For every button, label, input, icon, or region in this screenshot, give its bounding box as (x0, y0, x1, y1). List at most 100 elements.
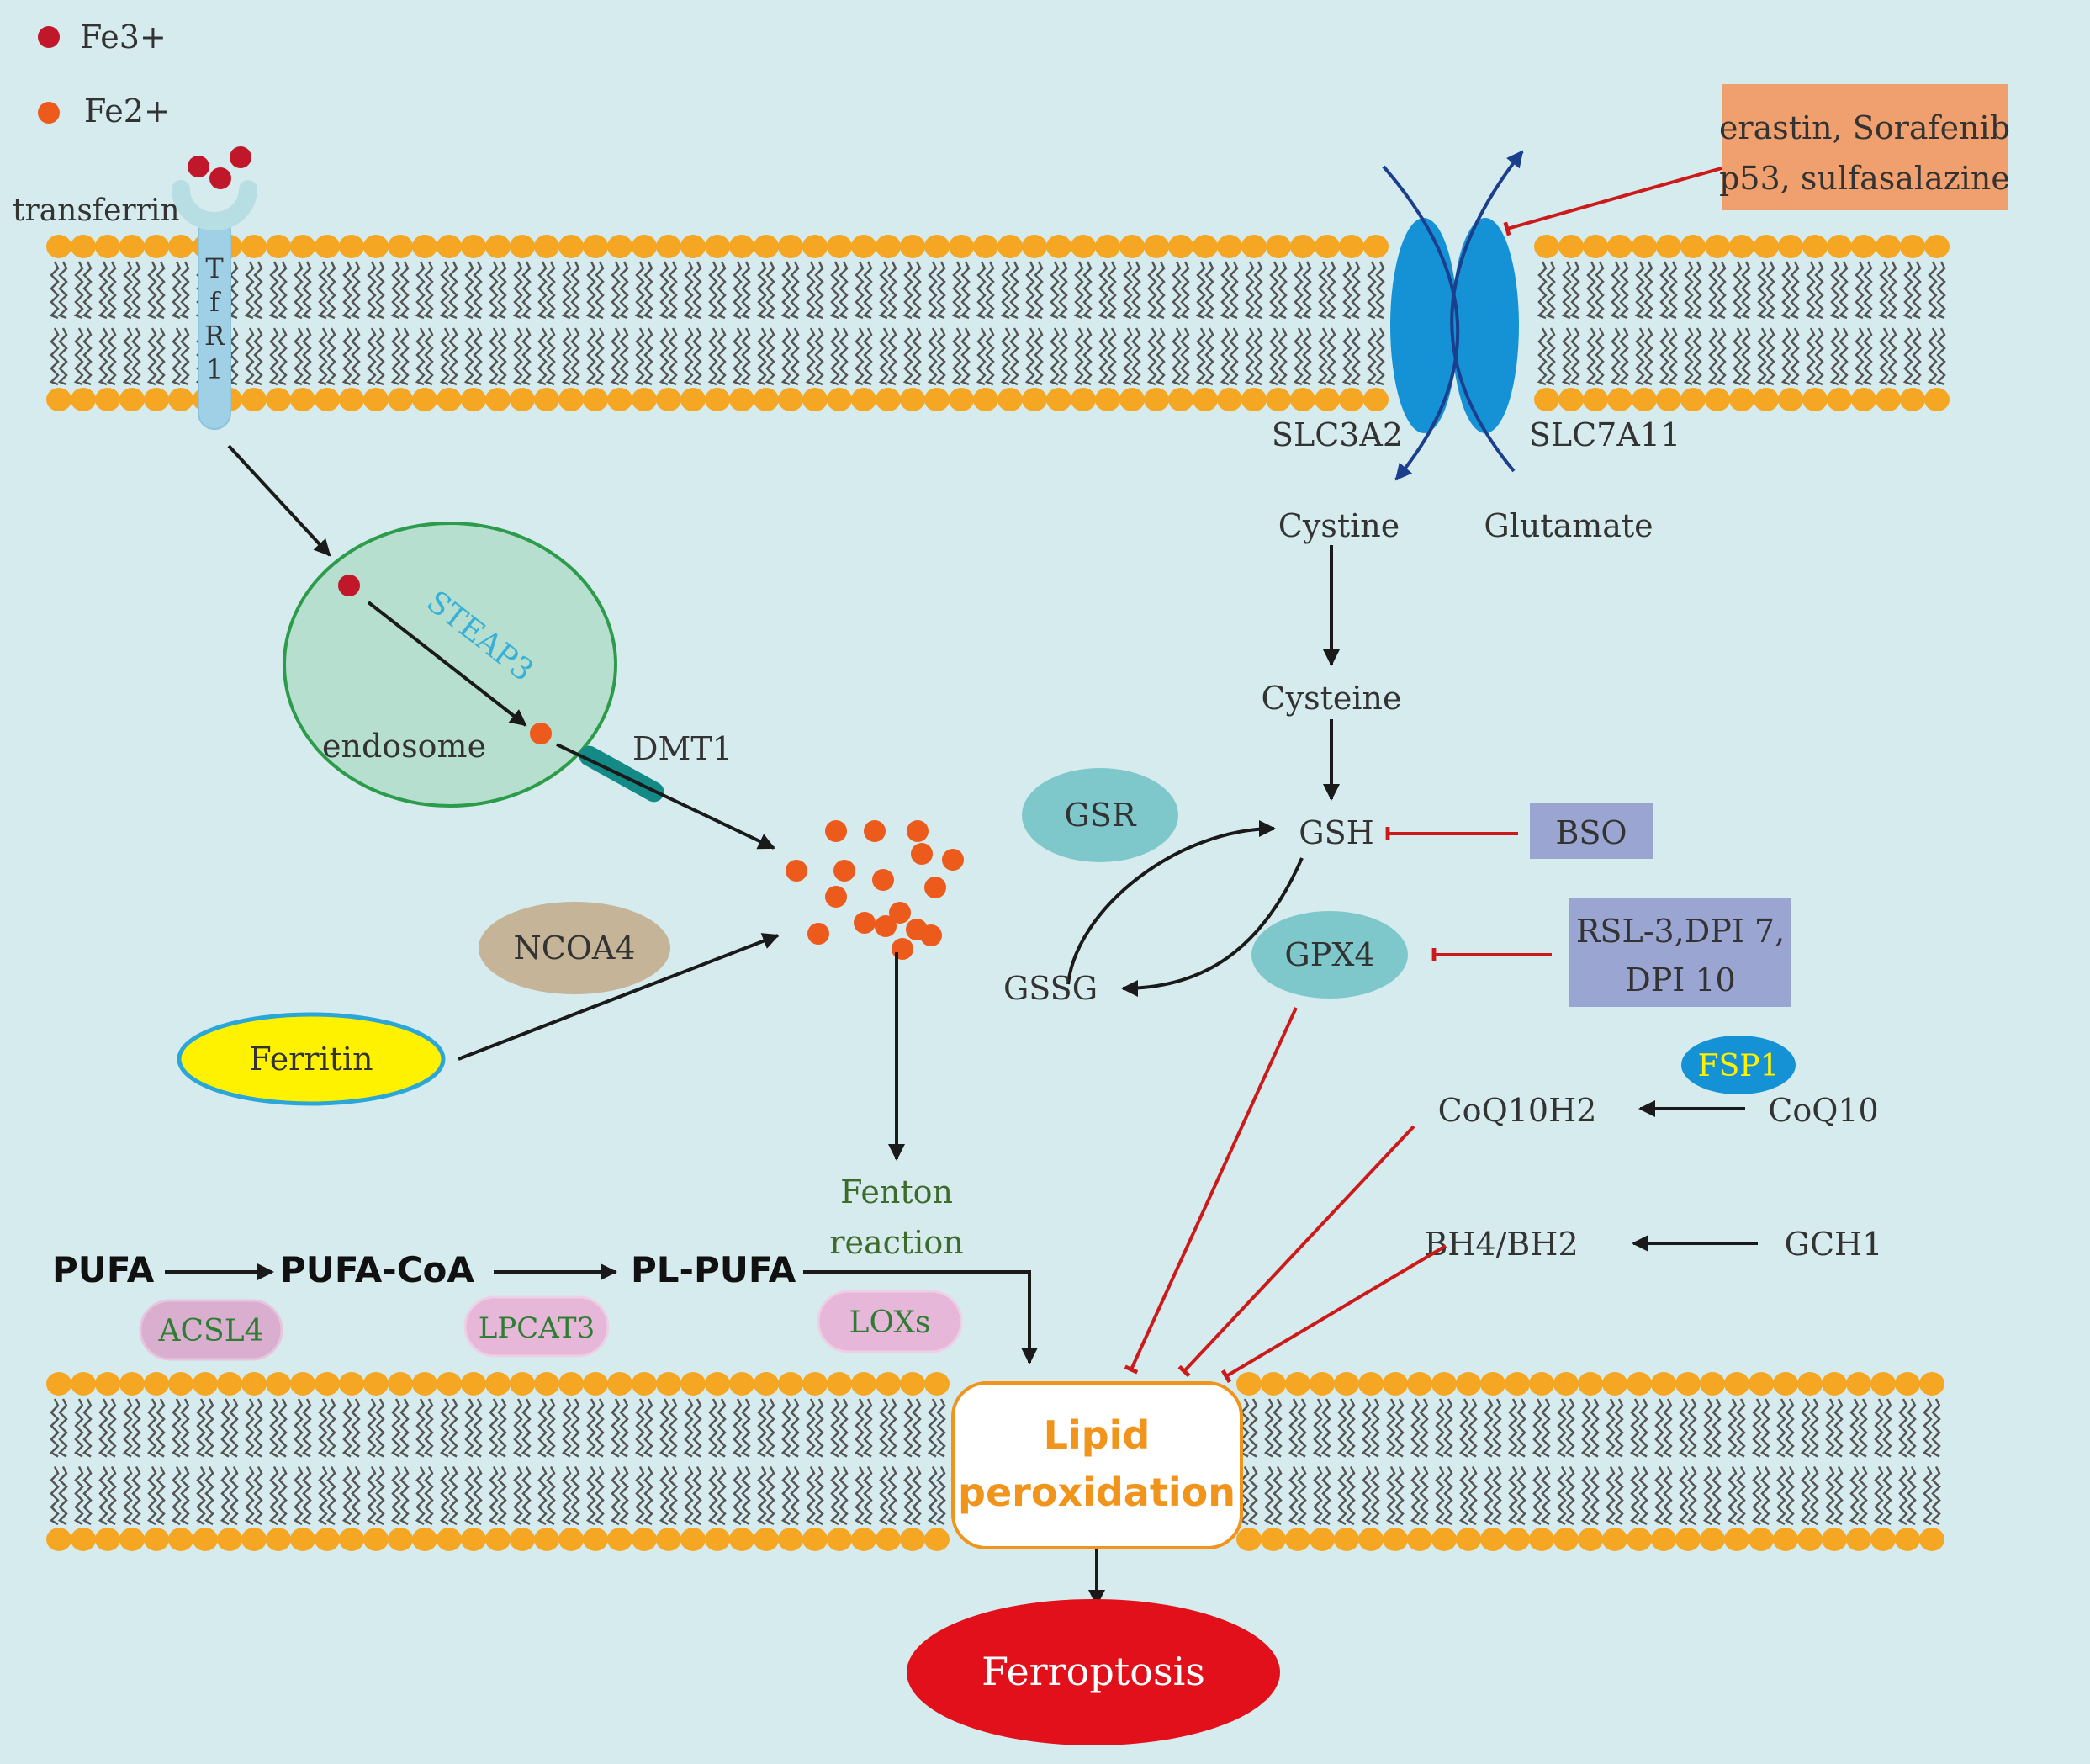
lipid-tail (927, 1465, 938, 1526)
lipid-tail (521, 327, 532, 386)
fsp1-label: FSP1 (1698, 1049, 1780, 1083)
lipid-tail (1122, 261, 1133, 320)
lipid-head (168, 388, 193, 411)
lipid-head (1705, 235, 1730, 258)
lipid-head (119, 235, 145, 258)
lipid-head (119, 388, 145, 411)
lipid-tail (1751, 1465, 1762, 1526)
lipid-tail (415, 1465, 426, 1526)
lipid-tail (1537, 327, 1548, 386)
lipid-head (1144, 235, 1169, 258)
lipid-tail (1024, 327, 1035, 386)
lipid-tail (130, 1465, 141, 1526)
membrane-bottom-left (46, 1372, 950, 1551)
lipid-head (754, 388, 779, 411)
lipid-tail (691, 327, 702, 386)
lipid-tail (1629, 1398, 1640, 1458)
lipid-tail (1057, 261, 1068, 320)
lipid-tail (1483, 1398, 1494, 1458)
lipid-tail (902, 1465, 913, 1526)
lipid-tail (1678, 1465, 1689, 1526)
fe2-ion (892, 938, 913, 960)
lipid-tail (447, 1465, 458, 1526)
lipid-tail (1711, 1398, 1722, 1458)
lipid-head (363, 1372, 389, 1396)
slc3a2-label: SLC3A2 (1272, 416, 1403, 453)
lipid-head (1407, 1372, 1432, 1396)
lipid-tail (1561, 327, 1572, 386)
lipid-tail (886, 1398, 897, 1458)
lipid-head (1627, 1372, 1652, 1396)
lipid-tail (1610, 327, 1621, 386)
lipid-tail (1296, 1465, 1307, 1526)
lipid-tail (911, 261, 922, 320)
lipid-head (534, 1372, 559, 1396)
lipid-tail (561, 261, 572, 320)
lipid-tail (195, 1398, 206, 1458)
bh4-label: BH4/BH2 (1424, 1226, 1578, 1263)
lipid-tail (277, 327, 288, 386)
lipid-tail (155, 261, 166, 320)
system-xc-transporter: SLC3A2 SLC7A11 (1272, 150, 1680, 481)
lipid-head (558, 235, 584, 258)
lipid-head (1705, 388, 1730, 411)
lipid-tail (1073, 261, 1084, 320)
lipid-head (437, 1372, 462, 1396)
lipid-tail (1369, 1398, 1380, 1458)
lipid-head (534, 1528, 559, 1551)
lipid-head (144, 1372, 169, 1396)
lipid-tail (317, 1465, 328, 1526)
lipid-tail (1813, 327, 1824, 386)
lipid-tail (1561, 261, 1572, 320)
lipid-head (827, 388, 852, 411)
lipid-tail (496, 1465, 507, 1526)
lipid-tail (1301, 327, 1312, 386)
lipid-head (656, 1528, 681, 1551)
lipid-tail (1683, 327, 1694, 386)
lipid-tail (1854, 261, 1865, 320)
lipid-tail (1155, 261, 1166, 320)
gch1-label: GCH1 (1785, 1226, 1883, 1263)
lipid-tail (1268, 261, 1279, 320)
lipid-tail (659, 327, 669, 386)
lipid-tail (1195, 261, 1206, 320)
lipid-tail (691, 1465, 702, 1526)
lipid-tail (252, 327, 263, 386)
lipid-tail (130, 1398, 141, 1458)
lipid-tail (813, 261, 824, 320)
lipid-tail (122, 1465, 133, 1526)
lipid-head (1266, 235, 1291, 258)
lipid-tail (277, 1398, 288, 1458)
lipid-head (290, 1528, 315, 1551)
lipid-tail (805, 1465, 816, 1526)
lipid-peroxidation-line1: Lipid (1044, 1412, 1151, 1458)
lipid-head (1583, 388, 1608, 411)
lipid-tail (829, 1398, 840, 1458)
lipid-tail (1857, 1398, 1868, 1458)
lipid-tail (732, 1465, 743, 1526)
lipid-tail (780, 261, 791, 320)
lipid-tail (447, 1398, 458, 1458)
lipid-head (851, 235, 876, 258)
lipid-head (1290, 388, 1315, 411)
lipid-tail (1491, 1398, 1502, 1458)
lipid-tail (1683, 261, 1694, 320)
lipid-tail (146, 261, 157, 320)
lipid-tail (1808, 1398, 1819, 1458)
lipid-tail (545, 327, 556, 386)
pufa-coa-label: PUFA-CoA (280, 1249, 474, 1290)
lipid-head (778, 1372, 803, 1396)
lipid-tail (317, 261, 328, 320)
lipid-tail (1585, 261, 1596, 320)
lipid-head (558, 1528, 584, 1551)
lipid-head (71, 235, 96, 258)
lipid-tail (1678, 1398, 1689, 1458)
lipid-tail (1808, 1465, 1819, 1526)
lipid-head (632, 235, 657, 258)
lipid-head (900, 235, 925, 258)
lipid-head (1334, 1528, 1359, 1551)
dmt1-label: DMT1 (632, 730, 733, 767)
fe2-ion (854, 912, 876, 934)
lipid-head (1870, 1528, 1896, 1551)
fe2-legend-label: Fe2+ (84, 93, 171, 130)
